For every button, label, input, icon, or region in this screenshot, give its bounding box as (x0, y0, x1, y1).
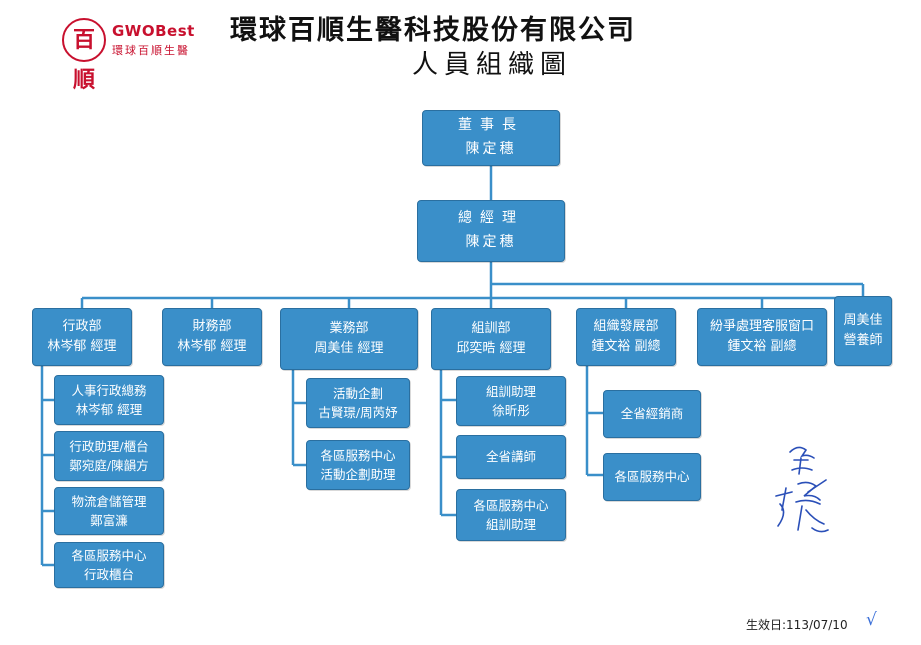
dept-nutritionist-box: 周美佳 營養師 (834, 296, 892, 366)
dept-training-box: 組訓部 邱奕晧 經理 (431, 308, 551, 370)
unit-title: 各區服務中心 (473, 497, 549, 513)
dept-title: 組訓部 (471, 320, 511, 336)
dept-head: 鍾文裕 副總 (591, 339, 661, 354)
dept-title: 組織發展部 (593, 318, 659, 334)
logo-brand: GWOBest (112, 22, 195, 40)
unit-name: 古賢璟/周芮妤 (318, 405, 398, 420)
general-manager-box: 總經理 陳定穗 (417, 200, 565, 262)
unit-title: 各區服務中心 (320, 447, 396, 463)
dept-title: 業務部 (329, 320, 369, 336)
unit-title: 活動企劃 (332, 385, 383, 401)
chairman-box: 董事長 陳定穗 (422, 110, 560, 166)
chairman-name: 陳定穗 (465, 141, 517, 157)
dept-head: 邱奕晧 經理 (456, 341, 526, 356)
gm-title: 總經理 (458, 210, 524, 227)
unit-name: 行政櫃台 (83, 567, 134, 582)
unit-name: 組訓助理 (485, 517, 536, 532)
company-logo: 百順 GWOBest 環球百順生醫 (62, 18, 212, 93)
dept-head: 周美佳 經理 (314, 341, 384, 356)
gm-name: 陳定穗 (465, 234, 517, 250)
unit-title: 組訓助理 (485, 383, 536, 399)
company-name: 環球百順生醫科技股份有限公司 (230, 15, 636, 46)
dept-head: 鍾文裕 副總 (727, 339, 797, 354)
chart-title: 人員組織圖 (412, 50, 573, 80)
dept-title: 周美佳 (843, 312, 883, 328)
unit-name: 林岑郁 經理 (75, 402, 143, 417)
admin-unit-box: 物流倉儲管理 鄭富濂 (54, 487, 164, 535)
dept-admin-box: 行政部 林岑郁 經理 (32, 308, 132, 366)
signature (775, 446, 829, 533)
chairman-title: 董事長 (458, 117, 524, 134)
check-mark: √ (866, 610, 877, 630)
unit-title: 物流倉儲管理 (71, 493, 147, 509)
unit-title: 行政助理/櫃台 (69, 438, 149, 454)
training-unit-box: 全省講師 (456, 435, 566, 479)
sales-unit-box: 活動企劃 古賢璟/周芮妤 (306, 378, 410, 428)
training-unit-box: 組訓助理 徐昕彤 (456, 376, 566, 426)
dept-head: 營養師 (843, 333, 883, 348)
unit-name: 鄭宛庭/陳韻方 (69, 458, 149, 473)
unit-title: 各區服務中心 (614, 469, 690, 485)
unit-name: 鄭富濂 (90, 513, 128, 528)
sales-unit-box: 各區服務中心 活動企劃助理 (306, 440, 410, 490)
effective-date: 生效日:113/07/10 (746, 618, 848, 632)
org-dev-unit-box: 各區服務中心 (603, 453, 701, 501)
dept-finance-box: 財務部 林岑郁 經理 (162, 308, 262, 366)
unit-title: 全省講師 (485, 449, 536, 465)
dept-title: 紛爭處理客服窗口 (709, 318, 814, 334)
dept-title: 財務部 (192, 318, 232, 334)
unit-name: 徐昕彤 (492, 403, 530, 418)
dept-sales-box: 業務部 周美佳 經理 (280, 308, 418, 370)
dept-head: 林岑郁 經理 (177, 339, 247, 354)
training-unit-box: 各區服務中心 組訓助理 (456, 489, 566, 541)
admin-unit-box: 行政助理/櫃台 鄭宛庭/陳韻方 (54, 431, 164, 481)
dept-dispute-service-box: 紛爭處理客服窗口 鍾文裕 副總 (697, 308, 827, 366)
admin-unit-box: 人事行政總務 林岑郁 經理 (54, 375, 164, 425)
logo-seal: 百順 (62, 18, 106, 93)
unit-name: 活動企劃助理 (320, 467, 396, 482)
logo-subtitle: 環球百順生醫 (112, 44, 190, 57)
unit-title: 各區服務中心 (71, 547, 147, 563)
admin-unit-box: 各區服務中心 行政櫃台 (54, 542, 164, 588)
dept-org-development-box: 組織發展部 鍾文裕 副總 (576, 308, 676, 366)
unit-title: 全省經銷商 (620, 406, 684, 422)
org-dev-unit-box: 全省經銷商 (603, 390, 701, 438)
dept-title: 行政部 (62, 318, 102, 334)
dept-head: 林岑郁 經理 (47, 339, 117, 354)
unit-title: 人事行政總務 (71, 382, 147, 398)
